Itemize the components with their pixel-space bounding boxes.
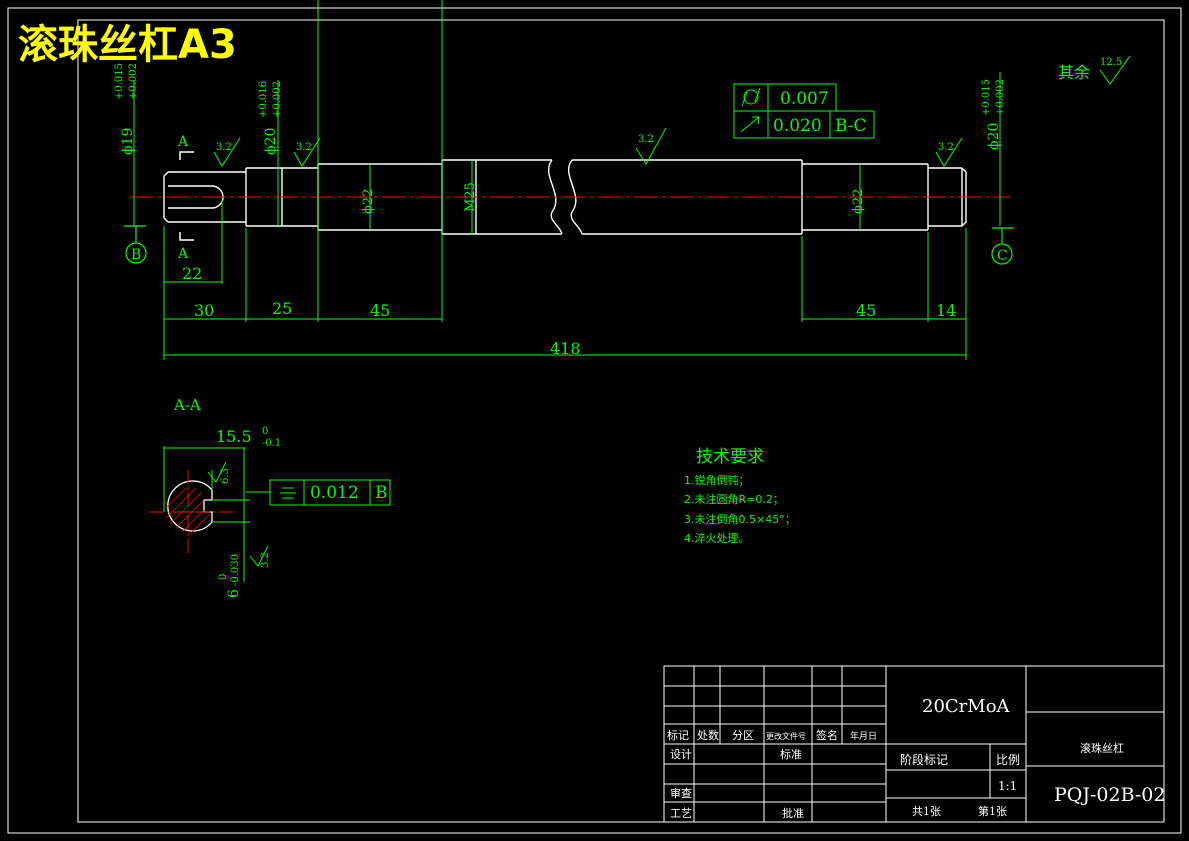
- tech-req-item-1: 1.锐角倒钝；: [684, 473, 750, 487]
- tb-approve: 批准: [782, 806, 804, 820]
- tb-process: 工艺: [670, 807, 692, 820]
- dim-d19: ϕ19: [120, 128, 136, 155]
- outer-frame: [7, 7, 1182, 834]
- dim-len-25: 25: [272, 299, 292, 318]
- dim-d20-right: ϕ20: [986, 123, 1002, 150]
- section-width-dim: 15.5: [216, 427, 252, 446]
- tech-req-item-2: 2.未注圆角R=0.2；: [684, 492, 784, 506]
- tb-date: 年月日: [850, 730, 877, 742]
- dim-m25: M25: [463, 182, 478, 212]
- tb-sheet-no: 第1张: [978, 804, 1007, 818]
- dim-len-30: 30: [194, 301, 214, 320]
- dim-len-418: 418: [550, 339, 581, 358]
- datum-c-label: C: [997, 248, 1008, 264]
- dim-d20-right-tol-up: +0.015: [981, 79, 992, 116]
- section-cut-marks: [179, 151, 194, 241]
- tb-scale: 比例: [996, 753, 1020, 767]
- rough-1: 3.2: [216, 142, 232, 153]
- dimension-lines: [133, 0, 1001, 360]
- tb-mark: 标记: [667, 728, 689, 742]
- datum-b-label: B: [131, 247, 141, 263]
- tb-change-doc: 更改文件号: [766, 731, 806, 741]
- dim-len-45-right: 45: [856, 301, 876, 320]
- rough-4: 3.2: [938, 142, 954, 153]
- dim-d20-left: ϕ20: [263, 128, 279, 155]
- tb-zone: 分区: [732, 729, 754, 742]
- tb-stage-mark: 阶段标记: [900, 752, 948, 767]
- rough-2: 3.2: [296, 142, 312, 153]
- tb-design: 设计: [670, 748, 692, 761]
- section-key-tol-low: -0.030: [230, 554, 241, 586]
- roughness-marks: [213, 55, 1131, 167]
- datum-symbols: [124, 225, 1014, 265]
- section-dims: [163, 446, 391, 582]
- section-rough-32: 3.2: [260, 552, 271, 568]
- part-name: 滚珠丝杠: [1080, 741, 1124, 755]
- section-width-tol-low: -0.1: [262, 438, 281, 449]
- tech-requirements: 技术要求 1.锐角倒钝； 2.未注圆角R=0.2； 3.未注倒角0.5×45°；…: [684, 447, 796, 545]
- tb-scale-value: 1:1: [998, 779, 1017, 793]
- section-width-tol-up: 0: [262, 426, 268, 437]
- cylindricity-value: 0.007: [780, 89, 829, 109]
- dim-len-22: 22: [182, 264, 202, 283]
- rough-rest-value: 12.5: [1100, 57, 1122, 68]
- symmetry-datum: B: [375, 483, 388, 503]
- tech-req-item-3: 3.未注倒角0.5×45°；: [684, 512, 796, 526]
- drawing-number: PQJ-02B-02: [1054, 784, 1166, 806]
- runout-value: 0.020: [773, 116, 822, 136]
- section-key-tol-up: 0: [218, 574, 229, 580]
- rough-rest-label: 其余: [1058, 63, 1090, 82]
- tech-req-item-4: 4.淬火处理。: [684, 531, 750, 545]
- tb-total-sheets: 共1张: [912, 805, 941, 818]
- section-key-dim: 6: [226, 589, 242, 598]
- symmetry-value: 0.012: [310, 483, 359, 503]
- dim-len-14: 14: [936, 301, 956, 320]
- tb-sign: 签名: [816, 728, 838, 742]
- dim-d22-left: ϕ22: [361, 189, 376, 214]
- tb-review: 审查: [670, 786, 692, 800]
- inner-frame: [77, 19, 1165, 823]
- dim-d19-tol-up: +0.015: [114, 63, 125, 100]
- dim-d22-right: ϕ22: [851, 189, 866, 214]
- runout-datum: B-C: [835, 116, 867, 136]
- rough-3: 3.2: [638, 134, 654, 145]
- tb-count: 处数: [697, 729, 719, 742]
- tech-req-title: 技术要求: [696, 447, 764, 467]
- section-view-label: A-A: [173, 396, 201, 414]
- tolerance-frame: [733, 83, 875, 139]
- title-block: [663, 665, 1165, 823]
- tb-standard: 标准: [780, 747, 802, 761]
- dim-d20-left-tol-up: +0.016: [258, 81, 269, 118]
- material: 20CrMoA: [922, 696, 1011, 717]
- section-mark-bottom: A: [177, 246, 189, 262]
- section-rough-63: 6.3: [220, 468, 231, 484]
- drawing-title: 滚珠丝杠A3: [18, 22, 237, 68]
- section-mark-top: A: [177, 134, 189, 150]
- dim-len-45-left: 45: [370, 301, 390, 320]
